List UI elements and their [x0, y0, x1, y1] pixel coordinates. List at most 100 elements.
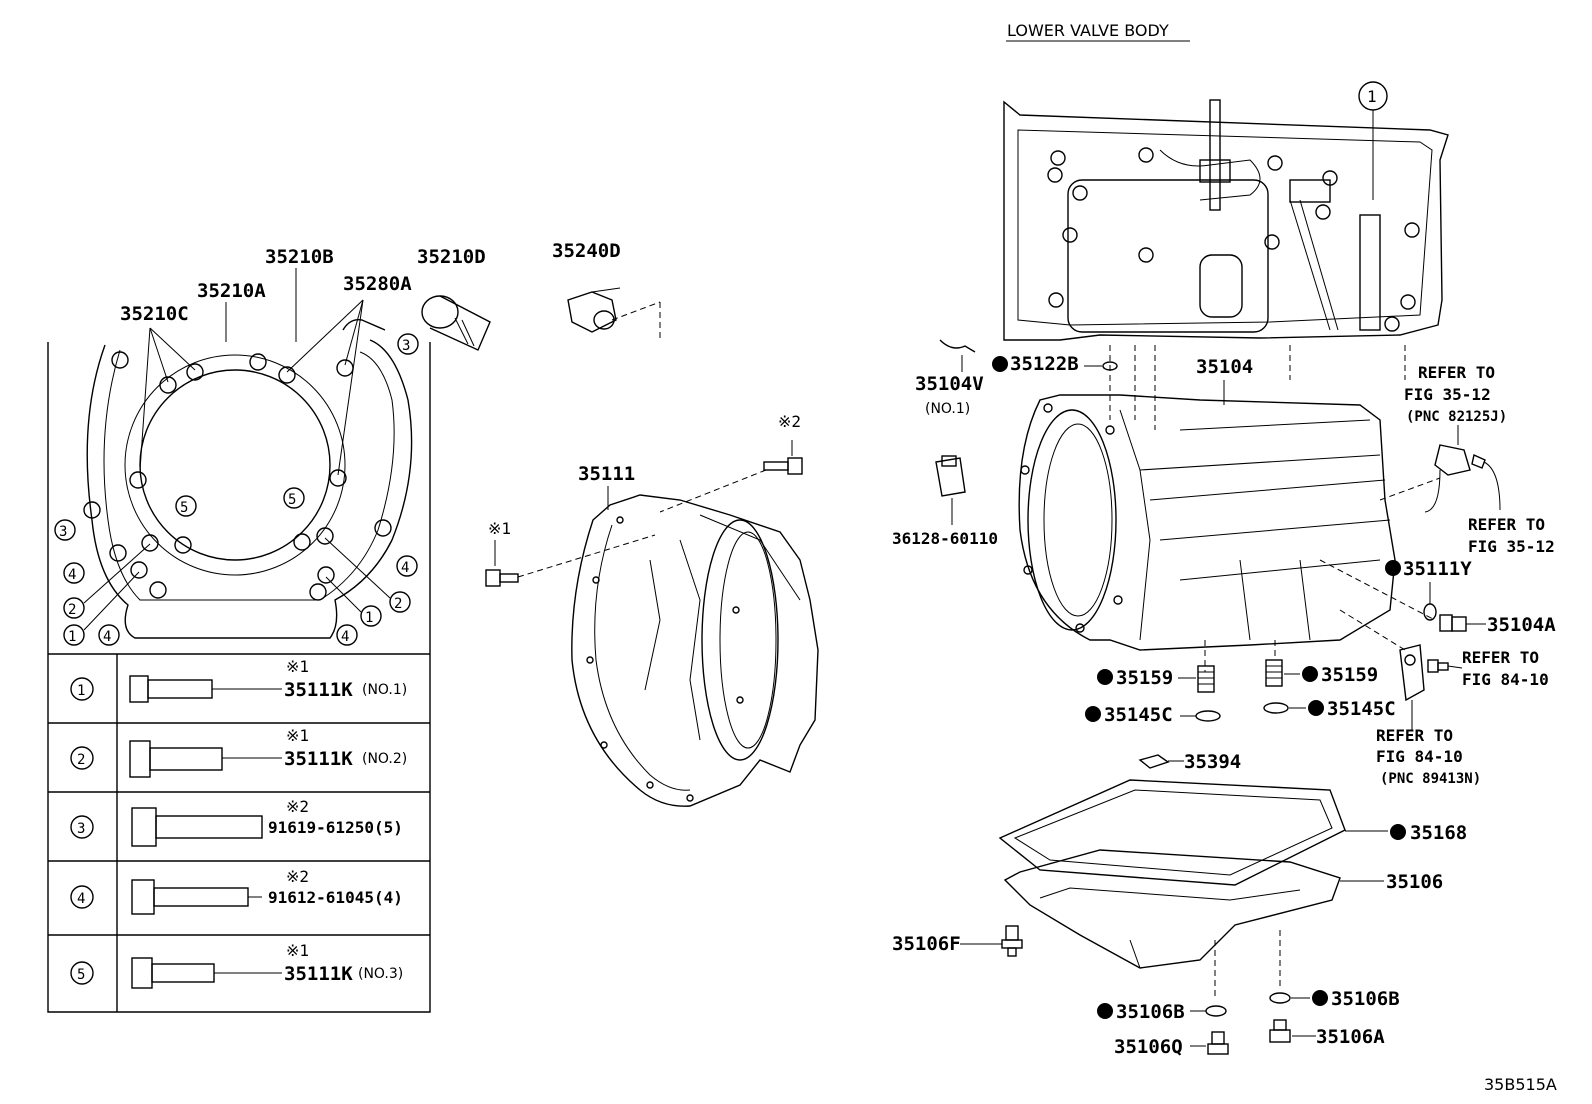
svg-text:4: 4	[68, 567, 76, 583]
svg-text:2: 2	[68, 602, 76, 618]
svg-text:3: 3	[77, 821, 85, 837]
refer-note-3-line2: FIG 84-10	[1462, 670, 1549, 689]
bolt-row-2: 2 ※1 35111K (NO.2)	[70, 726, 407, 778]
gasket-callouts: 3 5 5 3 4 4 2 2 1 4 4 1	[54, 333, 419, 646]
svg-text:4: 4	[341, 629, 349, 645]
section-title: LOWER VALVE BODY	[1007, 21, 1169, 40]
svg-text:35111K: 35111K	[284, 748, 353, 770]
callout-35280A: 35280A	[343, 273, 412, 295]
svg-text:3: 3	[59, 524, 67, 540]
callout-35159-left: 35159	[1116, 667, 1173, 689]
callout-35104A: 35104A	[1487, 614, 1556, 636]
bullet-35159-left	[1097, 669, 1113, 685]
transmission-case-35104	[1018, 394, 1396, 651]
callout-35106Q: 35106Q	[1114, 1036, 1183, 1058]
refer-note-1-line2: FIG 35-12	[1404, 385, 1491, 404]
callout-35210D: 35210D	[417, 246, 486, 268]
svg-text:2: 2	[77, 752, 85, 768]
gasket-bore	[139, 369, 331, 561]
bolt-35106F	[1001, 925, 1023, 957]
callout-35159-right: 35159	[1321, 664, 1378, 686]
callout-35394: 35394	[1184, 751, 1241, 773]
refer-note-3-line1: REFER TO	[1462, 648, 1539, 667]
oil-pan-35106	[1003, 849, 1341, 969]
bullet-35145C-right	[1308, 700, 1324, 716]
svg-text:35111K: 35111K	[284, 963, 353, 985]
bullet-35168	[1390, 824, 1406, 840]
part-35240D	[567, 287, 661, 340]
svg-text:1: 1	[365, 610, 373, 626]
svg-text:4: 4	[401, 560, 409, 576]
callout-35104V: 35104V	[915, 373, 984, 395]
svg-text:(NO.2): (NO.2)	[362, 751, 407, 767]
callout-35145C-left: 35145C	[1104, 704, 1173, 726]
callout-35111Y: 35111Y	[1403, 558, 1472, 580]
part-35145C-left	[1195, 710, 1221, 722]
svg-text:1: 1	[77, 683, 85, 699]
svg-text:5: 5	[77, 967, 85, 983]
sensor-82125J	[1424, 425, 1486, 513]
part-35106B-right	[1269, 992, 1291, 1004]
svg-text:35111K: 35111K	[284, 679, 353, 701]
callout-35106: 35106	[1386, 871, 1443, 893]
bolt-row-5: 5 ※1 35111K (NO.3)	[70, 941, 403, 989]
bullet-35111Y	[1385, 560, 1401, 576]
part-35159-left	[1197, 665, 1215, 693]
bolt-84-10	[1427, 659, 1449, 673]
part-35106B-left	[1205, 1005, 1227, 1017]
part-35104A	[1439, 614, 1467, 632]
callout-35240D: 35240D	[552, 240, 621, 262]
refer-note-1-line1: REFER TO	[1418, 363, 1495, 382]
svg-text:91612-61045(4): 91612-61045(4)	[268, 888, 403, 907]
refer-note-4-line1: REFER TO	[1376, 726, 1453, 745]
svg-text:1: 1	[1367, 87, 1377, 106]
callout-35106A: 35106A	[1316, 1026, 1385, 1048]
sensor-89413N	[1399, 644, 1425, 702]
svg-text:5: 5	[180, 500, 188, 516]
gasket-leaders	[83, 268, 391, 631]
oil-pan-gasket-35168	[998, 779, 1346, 886]
svg-text:(NO.1): (NO.1)	[362, 682, 407, 698]
part-35394	[1138, 754, 1170, 769]
svg-text:4: 4	[103, 629, 111, 645]
bolt-housing-top	[659, 440, 803, 513]
lower-valve-body: 1	[1003, 81, 1449, 341]
part-35159-right	[1265, 659, 1283, 687]
callout-35111: 35111	[578, 463, 635, 485]
bolt-row-1: 1 ※1 35111K (NO.1)	[70, 657, 407, 703]
bolt-housing-left	[485, 534, 656, 587]
callout-35106B-right: 35106B	[1331, 988, 1400, 1010]
converter-housing-35111	[571, 494, 819, 807]
gasket-panel: 3 5 5 3 4 4 2 2 1 4 4 1	[47, 268, 431, 1013]
callout-35106B-left: 35106B	[1116, 1001, 1185, 1023]
callout-35106F: 35106F	[892, 933, 961, 955]
callout-35145C-right: 35145C	[1327, 698, 1396, 720]
callout-36128: 36128-60110	[892, 529, 998, 548]
gasket-panel-frame	[47, 342, 431, 1013]
bullet-35106B-left	[1097, 1003, 1113, 1019]
part-35280A	[342, 319, 386, 331]
mark-2-housing: ※2	[778, 412, 801, 431]
svg-text:※1: ※1	[286, 657, 309, 676]
callout-35210A: 35210A	[197, 280, 266, 302]
svg-text:(NO.3): (NO.3)	[358, 966, 403, 982]
callout-35210B: 35210B	[265, 246, 334, 268]
svg-text:3: 3	[402, 338, 410, 354]
svg-text:91619-61250(5): 91619-61250(5)	[268, 818, 403, 837]
refer-note-2-line2: FIG 35-12	[1468, 537, 1555, 556]
diagram-id: 35B515A	[1484, 1075, 1557, 1094]
mark-1-housing: ※1	[488, 519, 511, 538]
valve-body-bolts	[1047, 147, 1420, 332]
svg-text:5: 5	[288, 492, 296, 508]
svg-text:※1: ※1	[286, 726, 309, 745]
refer-note-4-line2: FIG 84-10	[1376, 747, 1463, 766]
gasket-bolt-holes	[83, 351, 392, 601]
bullet-35145C-left	[1085, 706, 1101, 722]
svg-text:※2: ※2	[286, 797, 309, 816]
seal-35210D	[421, 295, 491, 351]
part-35104V	[939, 339, 976, 353]
plug-35106Q	[1207, 1031, 1229, 1055]
bolt-table: 1 ※1 35111K (NO.1) 2 ※1 35111K (NO.2) 3 …	[70, 657, 407, 989]
part-35122B	[1102, 361, 1118, 371]
bullet-35159-right	[1302, 666, 1318, 682]
